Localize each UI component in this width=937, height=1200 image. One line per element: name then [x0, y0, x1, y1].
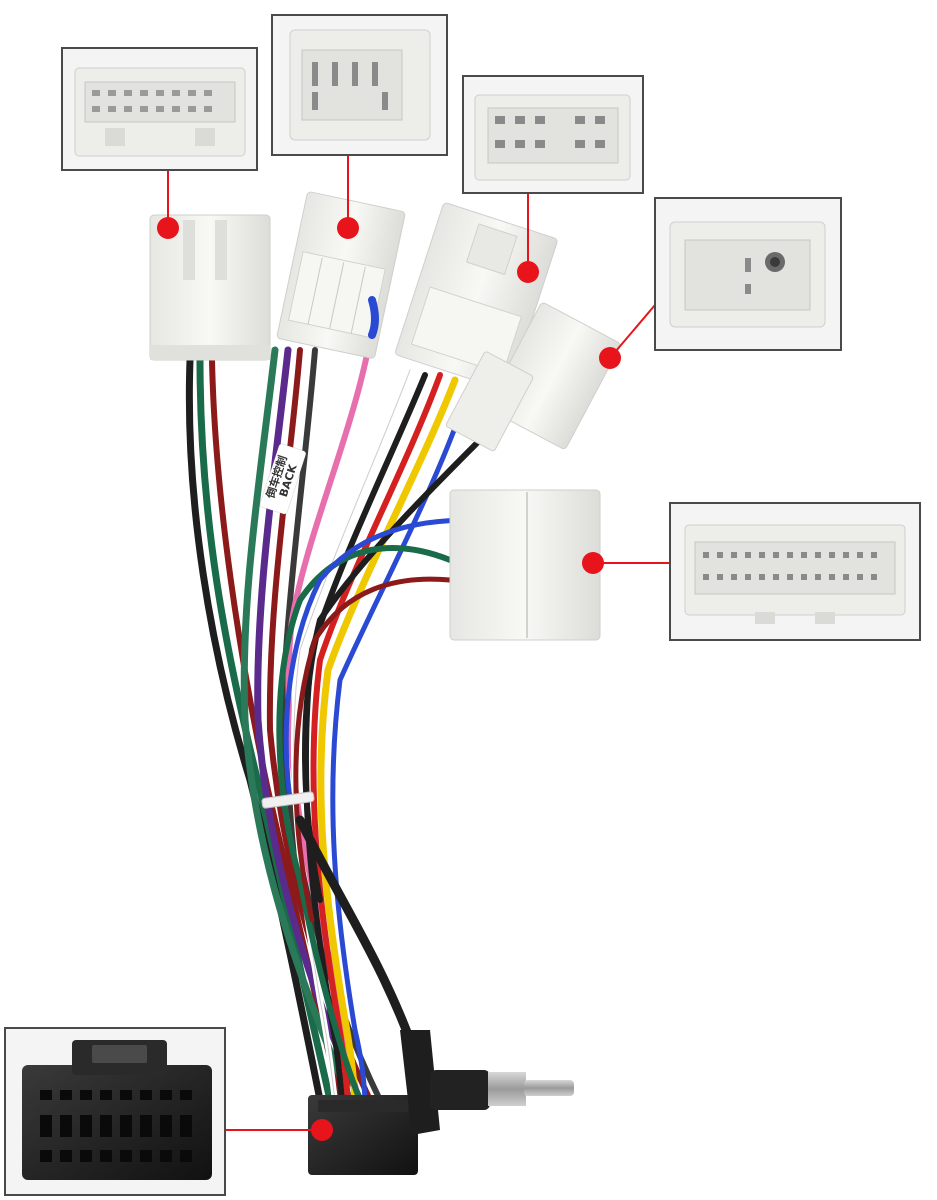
- wire-blue: [330, 382, 473, 1103]
- marker-dot-16pin: [157, 217, 179, 239]
- marker-dot-antenna: [599, 347, 621, 369]
- marker-dot-6pin: [337, 217, 359, 239]
- wire-black-3: [302, 437, 483, 903]
- connector-6pin: [276, 191, 406, 359]
- inset-28pin-connector: [669, 502, 921, 641]
- wire-yellow: [317, 376, 459, 1104]
- cable-tie: [261, 791, 315, 809]
- marker-dot-iso: [311, 1119, 333, 1141]
- wire-darkred-2: [293, 576, 453, 923]
- inset-6pin-connector: [271, 14, 448, 156]
- marker-dots: [157, 217, 621, 1141]
- wire-blue-2: [283, 517, 473, 803]
- inset-10pin-connector: [462, 75, 644, 194]
- connector-28pin: [449, 489, 601, 641]
- wire-green-2: [240, 346, 354, 1104]
- marker-dot-10pin: [517, 261, 539, 283]
- connector-iso-black: [308, 1095, 418, 1175]
- blue-fuse-cap: [368, 296, 379, 339]
- inset-iso-black-connector: [4, 1027, 226, 1196]
- connector-10pin: [395, 202, 558, 391]
- antenna-plug: [400, 1030, 574, 1135]
- antenna-cable: [295, 815, 415, 1045]
- wire-green-3: [276, 545, 453, 1103]
- inset-16pin-connector: [61, 47, 258, 171]
- marker-dot-28pin: [582, 552, 604, 574]
- connector-antenna-white: [445, 302, 621, 452]
- inset-antenna-connector: [654, 197, 842, 351]
- wire-bundle: [185, 307, 483, 1104]
- connector-16pin: [149, 214, 271, 361]
